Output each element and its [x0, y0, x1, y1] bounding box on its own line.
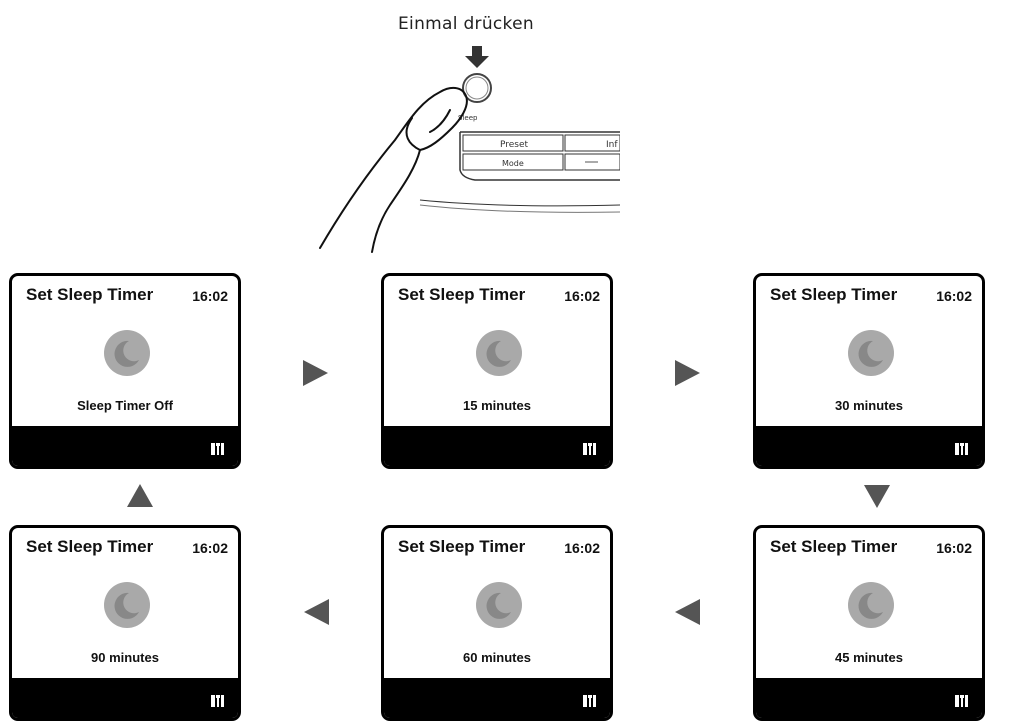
arrow-right-icon — [300, 358, 330, 388]
status-bar — [384, 678, 610, 718]
screen-time: 16:02 — [192, 288, 228, 304]
finger-icon — [319, 86, 468, 253]
mode-button[interactable] — [462, 153, 564, 171]
signal-icon — [583, 443, 596, 455]
screen-45-minutes: Set Sleep Timer 16:02 45 minutes — [753, 525, 985, 721]
screen-60-minutes: Set Sleep Timer 16:02 60 minutes — [381, 525, 613, 721]
signal-icon — [955, 695, 968, 707]
screen-30-minutes: Set Sleep Timer 16:02 30 minutes — [753, 273, 985, 469]
signal-icon — [583, 695, 596, 707]
screen-title: Set Sleep Timer — [770, 285, 898, 304]
arrow-left-icon — [302, 597, 332, 627]
screen-time: 16:02 — [564, 540, 600, 556]
preset-button[interactable] — [462, 134, 564, 152]
sleep-button[interactable] — [462, 73, 492, 103]
screen-status: 15 minutes — [463, 398, 531, 413]
screen-time: 16:02 — [192, 540, 228, 556]
status-bar — [384, 426, 610, 466]
info-button-label: Inf — [606, 140, 618, 150]
preset-button-label: Preset — [500, 140, 529, 150]
screen-status: Sleep Timer Off — [77, 398, 173, 413]
screen-status: 30 minutes — [835, 398, 903, 413]
screen-time: 16:02 — [564, 288, 600, 304]
signal-icon — [211, 695, 224, 707]
arrow-down-icon — [862, 482, 892, 512]
status-bar — [756, 426, 982, 466]
moon-icon — [848, 330, 894, 376]
screen-title: Set Sleep Timer — [26, 537, 154, 556]
screen-status: 90 minutes — [91, 650, 159, 665]
press-arrow-icon — [465, 46, 489, 68]
screen-time: 16:02 — [936, 288, 972, 304]
signal-icon — [955, 443, 968, 455]
screen-title: Set Sleep Timer — [770, 537, 898, 556]
moon-icon — [476, 330, 522, 376]
sleep-button-label: Sleep — [458, 114, 478, 122]
arrow-up-icon — [125, 480, 155, 510]
info-button[interactable] — [564, 134, 620, 152]
screen-title: Set Sleep Timer — [398, 537, 526, 556]
status-bar — [12, 678, 238, 718]
screen-90-minutes: Set Sleep Timer 16:02 90 minutes — [9, 525, 241, 721]
moon-icon — [848, 582, 894, 628]
screen-status: 60 minutes — [463, 650, 531, 665]
screen-time: 16:02 — [936, 540, 972, 556]
arrow-right-icon — [672, 358, 702, 388]
signal-icon — [211, 443, 224, 455]
mode-button-label: Mode — [502, 159, 524, 168]
screen-title: Set Sleep Timer — [26, 285, 154, 304]
screen-status: 45 minutes — [835, 650, 903, 665]
moon-icon — [104, 582, 150, 628]
instruction-label: Einmal drücken — [398, 14, 534, 34]
arrow-left-icon — [673, 597, 703, 627]
finger-press-illustration: Sleep Preset Inf Mode — [319, 46, 620, 253]
moon-icon — [476, 582, 522, 628]
status-bar — [12, 426, 238, 466]
screen-sleep-timer-off: Set Sleep Timer 16:02 Sleep Timer Off — [9, 273, 241, 469]
screen-15-minutes: Set Sleep Timer 16:02 15 minutes — [381, 273, 613, 469]
status-bar — [756, 678, 982, 718]
screen-title: Set Sleep Timer — [398, 285, 526, 304]
moon-icon — [104, 330, 150, 376]
